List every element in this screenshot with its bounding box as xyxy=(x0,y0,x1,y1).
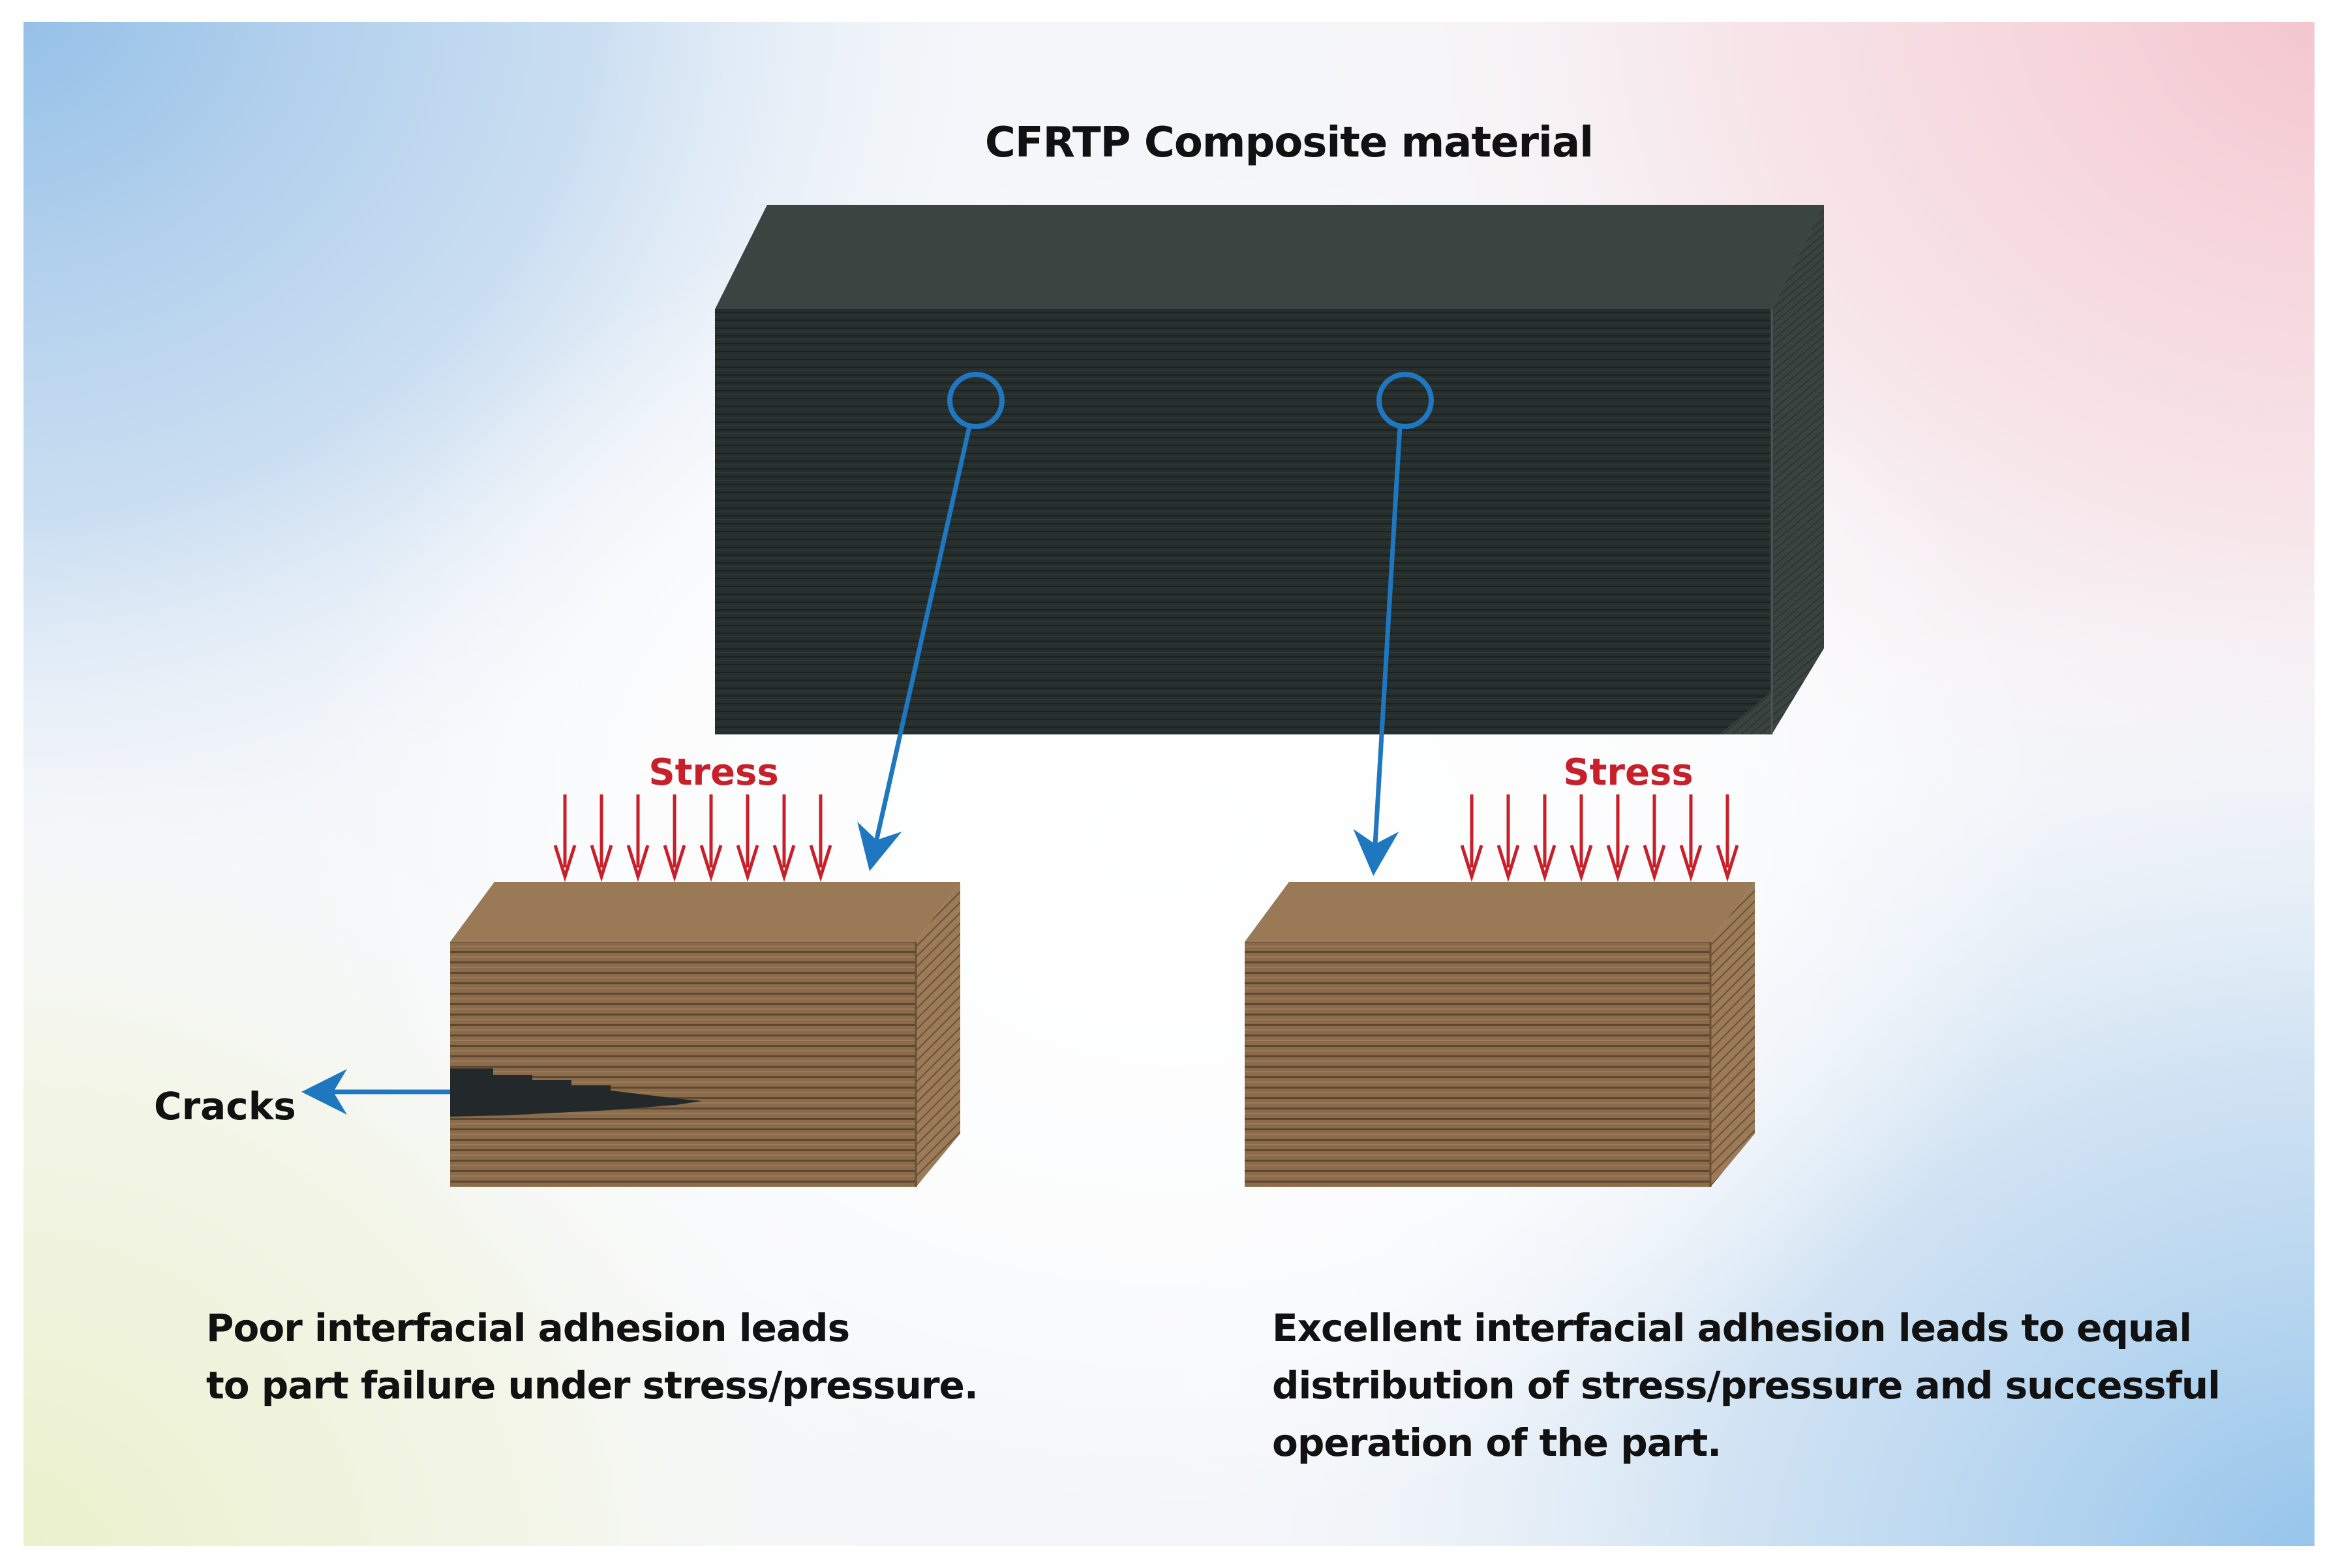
stress-label-left: Stress xyxy=(648,751,779,794)
stress-arrow xyxy=(1643,794,1666,882)
diagram-canvas: CFRTP Composite material Stress Stress C… xyxy=(23,22,2315,1546)
sample-block-poor xyxy=(450,882,960,1187)
caption-line: distribution of stress/pressure and succ… xyxy=(1272,1363,2221,1408)
sample-block-excellent xyxy=(1245,882,1755,1187)
stress-arrow xyxy=(1606,794,1630,882)
caption-line: Poor interfacial adhesion leads xyxy=(206,1306,850,1350)
diagram-artwork xyxy=(23,22,2315,1546)
inspection-circle-right xyxy=(1376,372,1434,429)
caption-line: to part failure under stress/pressure. xyxy=(206,1363,979,1408)
crack-shape xyxy=(450,1068,702,1117)
stress-arrow xyxy=(1570,794,1593,882)
stress-arrow xyxy=(626,794,650,882)
stress-arrow xyxy=(1716,794,1739,882)
stress-arrows-right xyxy=(1460,794,1739,882)
pointer-arrow-right xyxy=(1353,426,1403,876)
stress-arrow xyxy=(1460,794,1483,882)
stress-arrow xyxy=(663,794,686,882)
caption-excellent-adhesion: Excellent interfacial adhesion leads to … xyxy=(1272,1299,2290,1471)
composite-block xyxy=(715,205,1824,734)
stress-arrows-left xyxy=(553,794,832,882)
stress-arrow xyxy=(809,794,832,882)
caption-poor-adhesion: Poor interfacial adhesion leads to part … xyxy=(206,1299,1054,1414)
cracks-label: Cracks xyxy=(154,1084,296,1128)
stress-arrow xyxy=(699,794,723,882)
stress-arrow xyxy=(1533,794,1556,882)
stress-arrow xyxy=(1496,794,1520,882)
stress-arrow xyxy=(772,794,796,882)
caption-line: operation of the part. xyxy=(1272,1421,1722,1465)
diagram-title: CFRTP Composite material xyxy=(984,119,1594,167)
inspection-circle-left xyxy=(947,372,1005,429)
stress-arrow xyxy=(736,794,759,882)
stress-label-right: Stress xyxy=(1563,751,1693,794)
caption-line: Excellent interfacial adhesion leads to … xyxy=(1272,1306,2192,1350)
stress-arrow xyxy=(1679,794,1703,882)
stress-arrow xyxy=(553,794,577,882)
pointer-arrow-left xyxy=(857,426,972,871)
stress-arrow xyxy=(590,794,613,882)
